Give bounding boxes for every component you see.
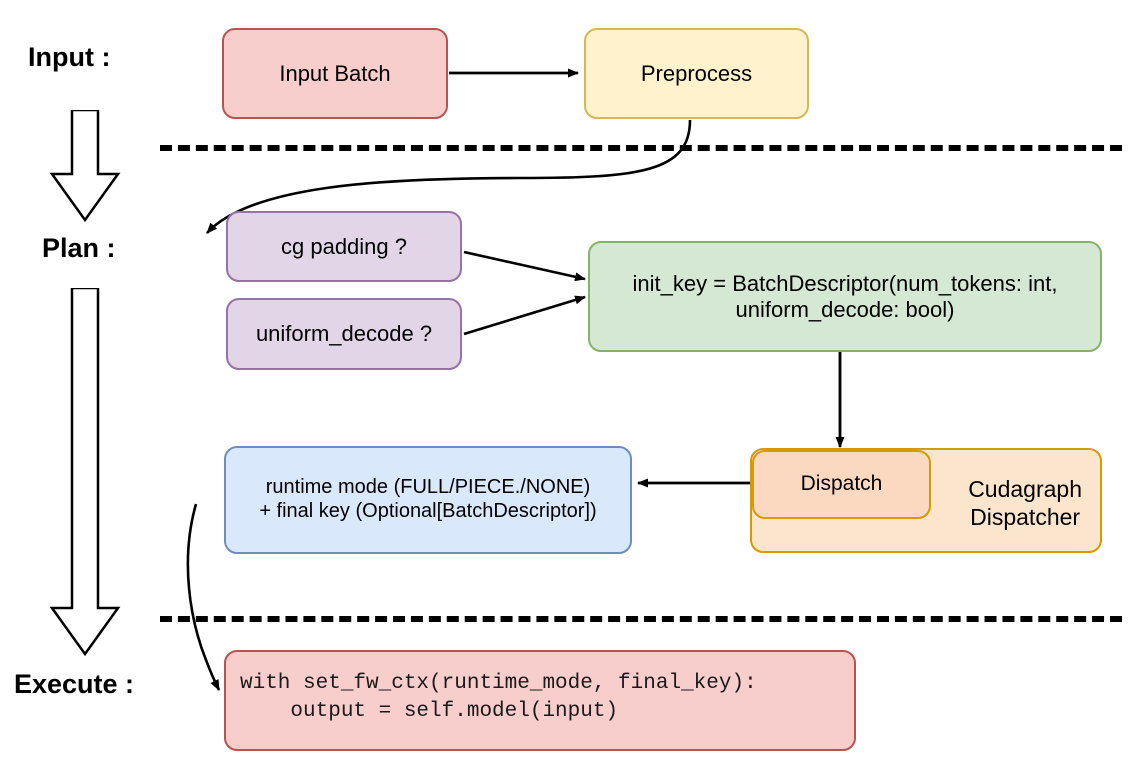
runtime-mode-line-2: + final key (Optional[BatchDescriptor]) xyxy=(259,500,597,522)
init-key-line-1: init_key = BatchDescriptor(num_tokens: i… xyxy=(632,270,1058,296)
node-input-batch[interactable]: Input Batch xyxy=(222,28,448,119)
runtime-mode-line-1: runtime mode (FULL/PIECE./NONE) xyxy=(265,476,591,499)
code-line-1: with set_fw_ctx(runtime_mode, final_key)… xyxy=(240,672,757,695)
stage-label-input: Input : xyxy=(28,42,111,72)
cudagraph-dispatcher-label: Cudagraph Dispatcher xyxy=(968,450,1100,531)
input-plan-divider xyxy=(160,145,1122,151)
node-init-key[interactable]: init_key = BatchDescriptor(num_tokens: i… xyxy=(588,241,1102,352)
wire-cg-padding-to-init-key xyxy=(463,250,586,282)
cudagraph-dispatcher-line-1: Cudagraph xyxy=(968,476,1082,502)
plan-to-execute-flow-arrow xyxy=(40,288,130,658)
wire-runtime-mode-to-code-block xyxy=(186,503,221,691)
init-key-line-2: uniform_decode: bool) xyxy=(735,296,955,322)
wire-uniform-decode-to-init-key xyxy=(463,295,586,336)
node-uniform-decode[interactable]: uniform_decode ? xyxy=(226,298,462,370)
node-cg-padding[interactable]: cg padding ? xyxy=(226,211,462,282)
code-line-2: output = self.model(input) xyxy=(240,699,619,723)
stage-label-execute: Execute : xyxy=(14,669,135,699)
stage-label-plan: Plan : xyxy=(42,233,116,263)
node-dispatch[interactable]: Dispatch xyxy=(752,450,931,519)
node-runtime-mode[interactable]: runtime mode (FULL/PIECE./NONE) + final … xyxy=(224,446,632,554)
node-code-block[interactable]: with set_fw_ctx(runtime_mode, final_key)… xyxy=(224,650,856,751)
input-to-plan-flow-arrow xyxy=(40,110,130,225)
cudagraph-dispatcher-line-2: Dispatcher xyxy=(970,503,1081,530)
plan-execute-divider xyxy=(160,616,1122,622)
node-preprocess[interactable]: Preprocess xyxy=(584,28,809,119)
